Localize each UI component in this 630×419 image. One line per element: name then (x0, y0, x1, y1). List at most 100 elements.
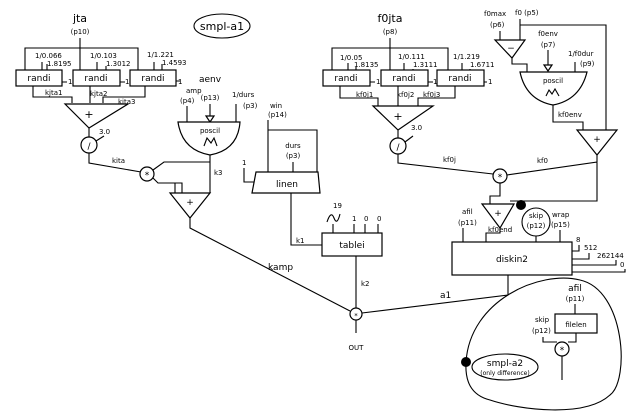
randi-seed: 1.6711 (470, 61, 495, 69)
wrap-label: wrap (552, 211, 570, 219)
amp-param: (p4) (180, 97, 195, 105)
randi-box-3: randi 1/1.221 1.4593 1 kjta3 (102, 51, 187, 106)
poscil-label: poscil (543, 77, 563, 85)
randi-out: kjta1 (45, 89, 63, 97)
k1-label: k1 (296, 237, 305, 245)
diskin2-arg: 0 (620, 261, 624, 269)
env-arrow-icon (542, 64, 554, 73)
wrap-param: (p15) (551, 221, 570, 229)
k2-label: k2 (361, 280, 370, 288)
randi-freq: 1/0.111 (398, 53, 425, 61)
durs-label: durs (285, 142, 301, 150)
sum2-triangle (575, 129, 619, 156)
freq-param: (p3) (243, 102, 258, 110)
variant-title-badge (471, 353, 539, 381)
randi-label: randi (27, 74, 50, 84)
randi-amp: 1 (125, 78, 129, 86)
randi-seed: 1.3111 (413, 61, 438, 69)
tablei-arg: 1 (352, 215, 356, 223)
afil-label: afil (568, 284, 582, 294)
envelope-icon (203, 136, 218, 147)
minus-triangle (493, 39, 527, 59)
randi-out: kf0j3 (423, 91, 440, 99)
f0max-label: f0max (484, 10, 506, 18)
output-section: * OUT a1 (349, 275, 509, 352)
sum3-label: + (494, 209, 502, 219)
randi-amp: 1 (178, 78, 182, 86)
tablei-section: 19 1 0 0 tablei k2 (321, 202, 383, 308)
right-jitter-section: f0jta (p8) randi 1/0.05 1.8135 1 kf0j1 r… (322, 12, 508, 184)
tablei-box (321, 232, 383, 257)
aenv-param: (p13) (201, 94, 220, 102)
skip-label: skip (529, 212, 544, 220)
randi-label: randi (141, 74, 164, 84)
skip-param: (p12) (527, 222, 546, 230)
kf0-label: kf0 (537, 157, 548, 165)
left-poscil: amp (p4) aenv (p13) 1/durs (p3) poscil k… (152, 75, 351, 312)
randi-freq: 1/0.066 (35, 52, 62, 60)
table-number: 19 (333, 202, 342, 210)
randi-freq: 1/0.103 (90, 52, 117, 60)
multiply-circle (139, 166, 155, 182)
randi-label: randi (392, 74, 415, 84)
diskin2-label: diskin2 (496, 255, 528, 265)
freq-label: 1/f0dur (568, 50, 594, 58)
randi-seed: 1.3012 (106, 60, 131, 68)
variant-multiply-label: * (560, 346, 565, 356)
durs-param: (p3) (286, 152, 301, 160)
left-jitter-section: jta (p10) randi 1/0.066 1.8195 1 kjta1 r… (15, 12, 187, 182)
envelope-icon (545, 87, 560, 97)
randi-out: kjta3 (118, 98, 136, 106)
kf0end-label: kf0end (488, 226, 512, 234)
randi-box-2: randi 1/0.103 1.3012 1 kjta2 (72, 52, 131, 103)
randi-box-4: randi 1/0.05 1.8135 1 kf0j1 (322, 54, 380, 106)
marker-dot (516, 200, 526, 210)
randi-seed: 1.8135 (354, 61, 379, 69)
tablei-arg: 0 (364, 215, 368, 223)
a1-label: a1 (440, 291, 451, 301)
poscil-label: poscil (200, 127, 220, 135)
skip-label: skip (535, 316, 550, 324)
minus-label: − (507, 44, 515, 54)
f0jta-label: f0jta (378, 12, 403, 25)
freq-label: 1/durs (232, 91, 255, 99)
randi-out: kf0j1 (356, 91, 373, 99)
randi-label: randi (334, 74, 357, 84)
randi-amp: 1 (433, 78, 437, 86)
randi-amp: 1 (68, 78, 72, 86)
linen-amp: 1 (242, 159, 246, 167)
sine-icon (326, 213, 341, 223)
kita-label: kita (112, 157, 125, 165)
skip-param: (p12) (532, 327, 551, 335)
randi-box-5: randi 1/0.111 1.3111 1 kf0j2 (380, 53, 438, 106)
diskin2-arg: 262144 (597, 252, 624, 260)
randi-freq: 1/1.219 (453, 53, 480, 61)
randi-box-1: randi 1/0.066 1.8195 1 kjta1 (15, 52, 73, 103)
variant-subtitle: (only difference) (480, 370, 529, 377)
freq-param: (p9) (580, 60, 595, 68)
out-label: OUT (349, 344, 365, 352)
tablei-label: tablei (339, 241, 364, 251)
diskin2-box (451, 241, 573, 276)
randi-seed: 1.8195 (47, 60, 72, 68)
linen-label: linen (276, 180, 298, 190)
sum-triangle (63, 103, 131, 129)
divide-value: 3.0 (411, 124, 422, 132)
variant-multiply-circle (554, 341, 570, 357)
sum2-label: + (593, 135, 601, 145)
kamp-label: kamp (268, 263, 293, 273)
kf0j-label: kf0j (443, 156, 456, 164)
poscil-shape (519, 71, 588, 106)
win-label: win (270, 102, 282, 110)
linen-shape (251, 171, 321, 194)
right-f0-section: f0max (p6) f0 (p5) − f0env (p7) 1/f0dur … (480, 9, 619, 242)
linen-section: win (p14) durs (p3) 1 linen k1 (242, 102, 322, 246)
afil-param: (p11) (458, 219, 477, 227)
divide-label: / (87, 142, 91, 152)
randi-box-6: randi 1/1.219 1.6711 1 kf0j3 (417, 53, 495, 106)
amp-label: amp (186, 87, 202, 95)
variant-title: smpl-a2 (487, 359, 523, 369)
randi-amp: 1 (488, 78, 492, 86)
tablei-arg: 0 (377, 215, 381, 223)
